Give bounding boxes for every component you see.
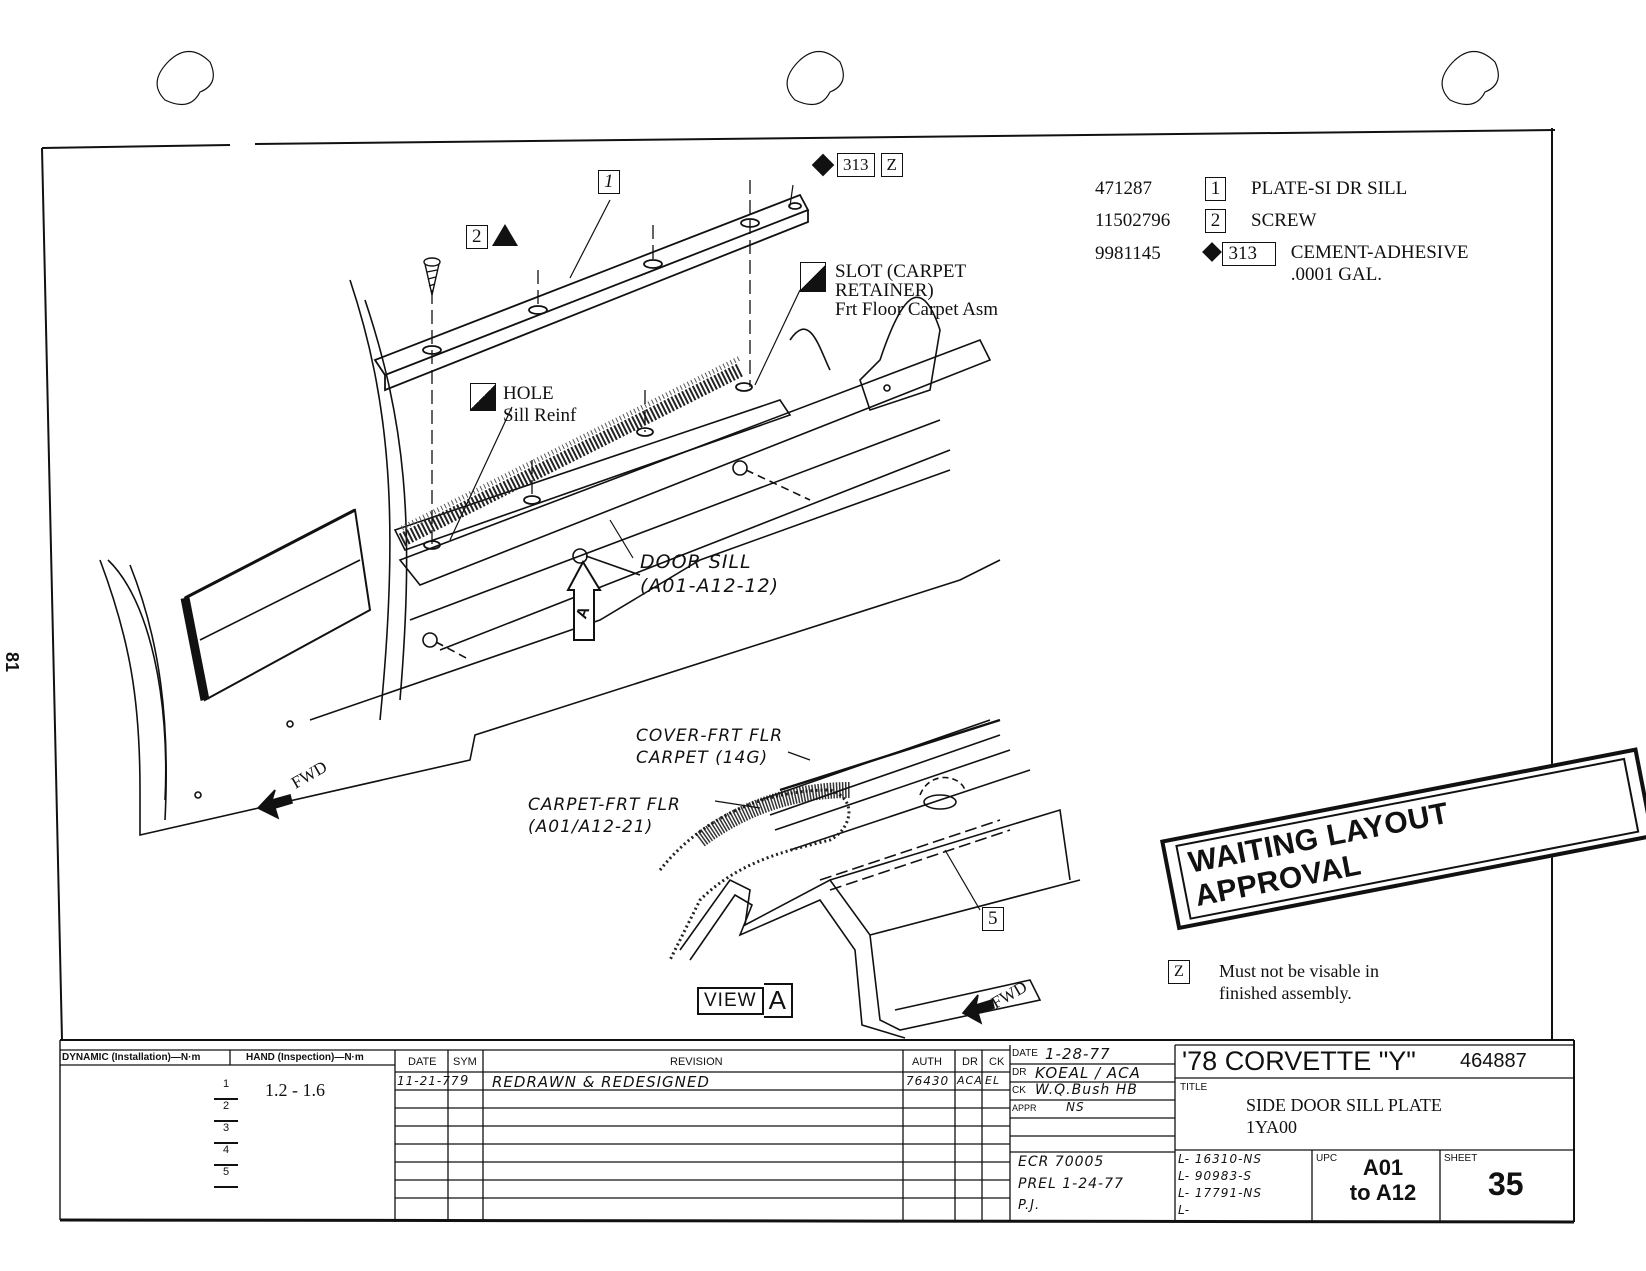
rev-header-date: DATE <box>408 1056 437 1068</box>
carpet-retainer-slot <box>398 355 744 547</box>
leader-lines <box>449 184 981 911</box>
rev-header-auth: AUTH <box>912 1056 942 1068</box>
sheet-number: 35 <box>1488 1166 1524 1202</box>
slot-subtitle: Frt Floor Carpet Asm <box>835 299 999 320</box>
rev-header-ck: CK <box>989 1056 1005 1068</box>
view-a-label: VIEW A <box>697 983 793 1018</box>
rev-header-sym: SYM <box>453 1056 477 1068</box>
torque-header-hand: HAND (Inspection)—N·m <box>246 1052 364 1063</box>
legend-row: 11502796 2 SCREW <box>1095 209 1317 233</box>
drawing-title: SIDE DOOR SILL PLATE 1YA00 <box>1246 1095 1442 1137</box>
drawing-border <box>41 128 1575 1224</box>
callout-1: 1 <box>598 170 620 194</box>
callout-313: 313 Z <box>811 153 903 177</box>
title-label: TITLE <box>1180 1082 1208 1093</box>
hole-callout: HOLE Sill Reinf <box>470 383 576 427</box>
alignment-lines <box>431 180 751 545</box>
sheet-label: SHEET <box>1444 1153 1478 1164</box>
rev-header-dr: DR <box>962 1056 978 1068</box>
hole-title: HOLE <box>503 383 554 404</box>
slot-callout: SLOT (CARPET RETAINER) Frt Floor Carpet … <box>800 262 998 319</box>
model-title: '78 CORVETTE "Y" <box>1182 1046 1416 1076</box>
sill-clips <box>194 384 891 799</box>
view-a-detail <box>658 718 1081 1039</box>
hole-subtitle: Sill Reinf <box>503 405 577 426</box>
torque-header-dynamic: DYNAMIC (Installation)—N·m <box>62 1052 201 1063</box>
triangle-icon: 2 <box>214 1100 238 1122</box>
view-a-arrow-icon <box>566 559 602 641</box>
carpet-frt-flr-label: CARPET-FRT FLR (A01/A12-21) <box>528 795 681 837</box>
triangle-icon: 3 <box>214 1122 238 1144</box>
slot-title: SLOT (CARPET <box>835 261 967 282</box>
door-sill-label: DOOR SILL (A01-A12-12) <box>640 551 780 597</box>
note-z: Z Must not be visable in finished assemb… <box>1168 960 1379 1004</box>
callout-2: 2 <box>466 220 518 249</box>
slot-title-2: RETAINER) <box>835 280 934 301</box>
legend-row: 471287 1 PLATE-SI DR SILL <box>1095 177 1408 201</box>
callout-5: 5 <box>982 907 1004 931</box>
cover-frt-flr-label: COVER-FRT FLR CARPET (14G) <box>636 726 784 768</box>
triangle-icon: 1 <box>214 1078 238 1100</box>
rev-header-revision: REVISION <box>670 1056 723 1068</box>
triangle-icon: 5 <box>214 1166 238 1188</box>
drawing-number: 464887 <box>1460 1050 1527 1072</box>
triangle-icon: 4 <box>214 1144 238 1166</box>
warning-triangle-icon <box>491 224 518 246</box>
legend-row: 9981145 313 CEMENT-ADHESIVE .0001 GAL. <box>1095 242 1469 285</box>
upc-label: UPC <box>1316 1153 1338 1164</box>
screw-icon <box>423 257 441 296</box>
body-panel <box>99 279 1001 837</box>
fwd-arrow-icon <box>256 789 293 820</box>
fwd-arrow-icon <box>961 994 995 1025</box>
torque-value: 1.2 - 1.6 <box>265 1080 325 1100</box>
upc-value: A01 to A12 <box>1349 1155 1417 1205</box>
punch-holes <box>156 50 1499 106</box>
half-shade-icon <box>800 262 826 292</box>
half-shade-icon <box>470 383 496 411</box>
